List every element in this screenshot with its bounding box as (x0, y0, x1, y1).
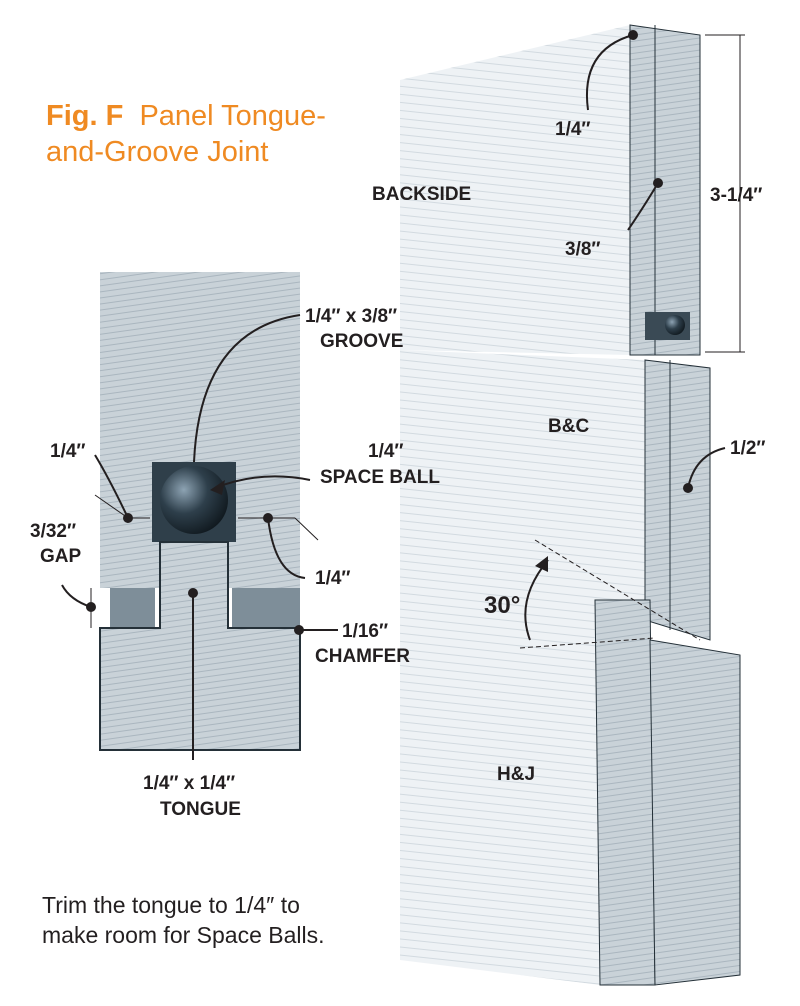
label-bc: B&C (548, 416, 590, 437)
panel-bc (400, 312, 711, 641)
label-groove-size: 1/4″ x 3/8″ (305, 306, 398, 327)
label-chamfer: CHAMFER (315, 646, 410, 667)
label-top-quarter: 1/4″ (555, 119, 591, 140)
caption-line1: Trim the tongue to 1/4″ to (42, 892, 300, 918)
label-backside: BACKSIDE (372, 184, 472, 205)
title-line1: Panel Tongue- (139, 100, 326, 132)
label-tongue-size: 1/4″ x 1/4″ (143, 773, 236, 794)
panel-backside (400, 24, 701, 356)
figure-title: Fig. F Panel Tongue- and-Groove Joint (46, 98, 326, 170)
caption: Trim the tongue to 1/4″ to make room for… (42, 890, 325, 950)
label-hj: H&J (497, 764, 536, 785)
cross-section-block (99, 272, 301, 751)
label-left-quarter: 1/4″ (50, 441, 86, 462)
label-gap: GAP (40, 546, 82, 567)
caption-line2: make room for Space Balls. (42, 922, 325, 948)
title-line2: and-Groove Joint (46, 136, 269, 168)
label-three-eighths: 3/8″ (565, 239, 601, 260)
label-ball-size: 1/4″ (368, 441, 404, 462)
label-space-ball: SPACE BALL (320, 467, 440, 488)
label-gap-size: 3/32″ (30, 521, 77, 542)
label-half: 1/2″ (730, 438, 766, 459)
label-right-quarter: 1/4″ (315, 568, 351, 589)
label-total-thickness: 3-1/4″ (710, 185, 763, 206)
label-chamfer-size: 1/16″ (342, 621, 389, 642)
label-angle: 30° (484, 592, 521, 619)
panel-hj (400, 550, 741, 986)
label-groove: GROOVE (320, 331, 404, 352)
figure-number: Fig. F (46, 100, 124, 132)
label-tongue: TONGUE (160, 799, 241, 820)
